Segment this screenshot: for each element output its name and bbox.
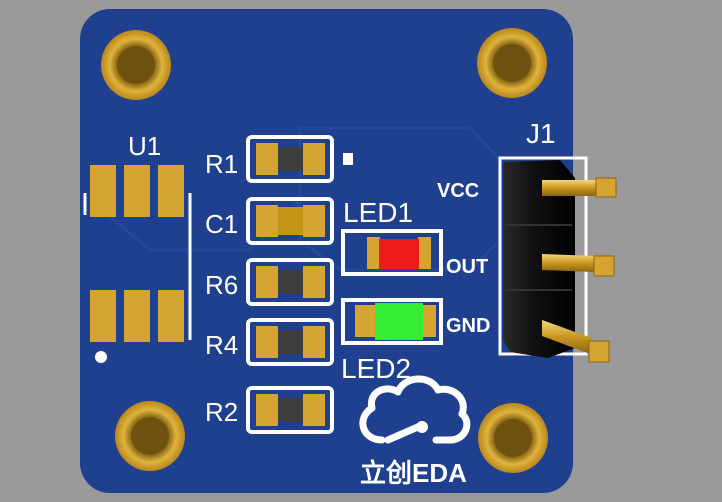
- r2-footprint: [246, 386, 334, 434]
- j1-pin-label-vcc: VCC: [437, 180, 479, 202]
- j1-ref-label: J1: [526, 118, 556, 149]
- r2-ref-label: R2: [205, 397, 238, 427]
- pcb-board: [80, 9, 573, 493]
- mounting-hole-icon: [115, 401, 185, 471]
- led2-ref-label: LED2: [341, 353, 411, 384]
- cloud-logo-icon: [359, 375, 471, 444]
- r1-ref-label: R1: [205, 149, 238, 179]
- r4-ref-label: R4: [205, 330, 238, 360]
- c1-footprint: [246, 197, 334, 245]
- mounting-hole-icon: [478, 403, 548, 473]
- u1-ref-label: U1: [128, 131, 161, 161]
- logo-text: 立创EDA: [360, 458, 467, 488]
- pin1-marker-icon: [95, 351, 107, 363]
- mounting-hole-icon: [101, 30, 171, 100]
- led1-footprint: [341, 229, 443, 276]
- silk-dot: [343, 153, 353, 165]
- led2-footprint: [341, 298, 443, 345]
- j1-pin-label-out: OUT: [446, 256, 488, 278]
- j1-header: [498, 156, 617, 363]
- j1-pin-label-gnd: GND: [446, 315, 490, 337]
- c1-ref-label: C1: [205, 209, 238, 239]
- r6-ref-label: R6: [205, 270, 238, 300]
- led1-ref-label: LED1: [343, 197, 413, 228]
- r4-footprint: [246, 318, 334, 366]
- r6-footprint: [246, 258, 334, 306]
- u1-footprint: [83, 165, 192, 363]
- r1-footprint: [246, 135, 334, 183]
- mounting-hole-icon: [477, 28, 547, 98]
